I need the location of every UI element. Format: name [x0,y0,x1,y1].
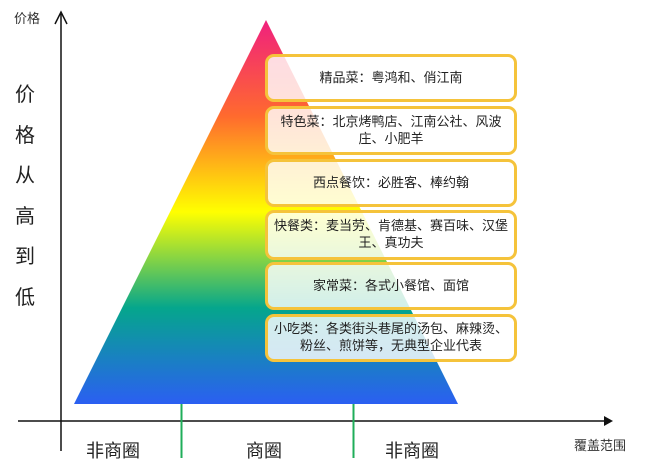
tier-label: 小吃类：各类街头巷尾的汤包、麻辣烫、粉丝、煎饼等，无典型企业代表 [273,322,508,354]
tier-western: 西点餐饮：必胜客、棒约翰 [265,159,517,207]
tier-premium: 精品菜：粤鸿和、俏江南 [265,54,517,102]
tier-fast-food: 快餐类：麦当劳、肯德基、赛百味、汉堡王、真功夫 [265,210,517,260]
tier-label: 西点餐饮：必胜客、棒约翰 [312,175,469,191]
x-axis-title: 覆盖范围 [574,439,627,454]
zone-label-non-business-right: 非商圈 [385,441,439,462]
x-axis-arrow-icon [604,416,613,426]
tier-label: 快餐类：麦当劳、肯德基、赛百味、汉堡王、真功夫 [273,219,508,251]
y-desc-char: 从 [15,163,35,188]
tier-label: 家常菜：各式小餐馆、面馆 [312,278,469,294]
y-desc-char: 格 [15,122,35,147]
tier-specialty: 特色菜：北京烤鸭店、江南公社、风波庄、小肥羊 [265,106,517,155]
y-desc-char: 到 [15,244,35,269]
y-desc-char: 高 [15,203,35,228]
y-desc-char: 价 [15,82,35,106]
zone-label-non-business-left: 非商圈 [86,441,140,462]
tier-label: 精品菜：粤鸿和、俏江南 [319,70,463,86]
tier-home-style: 家常菜：各式小餐馆、面馆 [265,262,517,310]
tier-snacks: 小吃类：各类街头巷尾的汤包、麻辣烫、粉丝、煎饼等，无典型企业代表 [265,314,517,362]
zone-label-business: 商圈 [246,441,282,462]
y-axis-description: 价 格 从 高 到 低 [10,74,40,318]
y-axis-arrow-icon [54,10,68,25]
tier-label: 特色菜：北京烤鸭店、江南公社、风波庄、小肥羊 [280,114,502,147]
y-axis-title: 价格 [14,12,41,27]
y-desc-char: 低 [15,284,35,309]
